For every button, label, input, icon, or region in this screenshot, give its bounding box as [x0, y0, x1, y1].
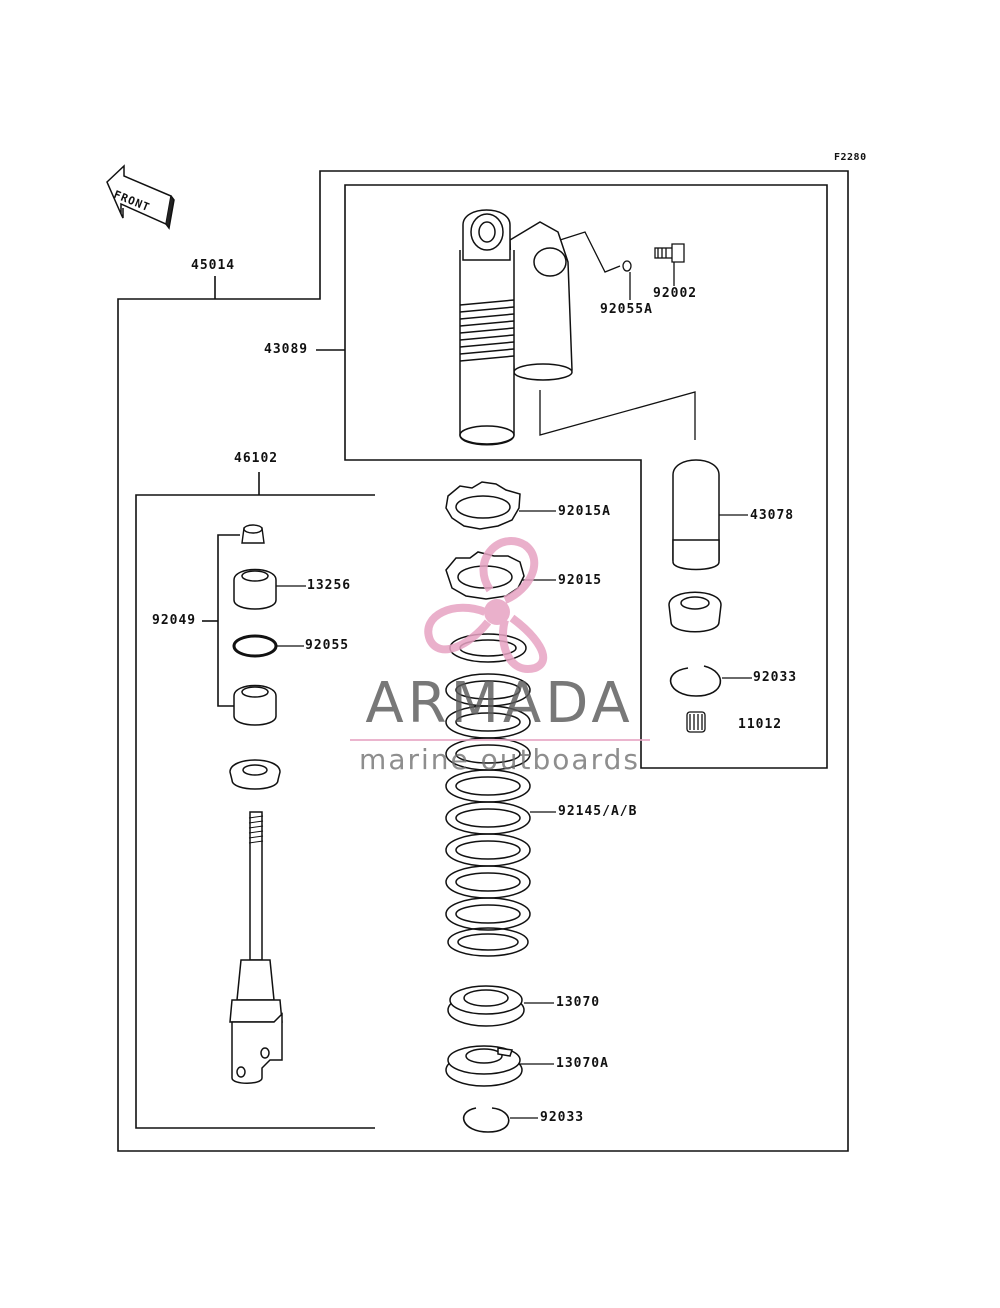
part-label-43089[interactable]: 43089: [264, 342, 309, 357]
watermark-brand: ARMADA: [365, 671, 634, 736]
part-label-92033-top[interactable]: 92033: [753, 670, 798, 685]
bracket-92049: [217, 534, 240, 707]
bushing-icon: [233, 568, 277, 610]
part-label-11012[interactable]: 11012: [738, 717, 783, 732]
bolt-icon: [654, 243, 685, 263]
armada-logo-icon: [424, 537, 548, 673]
front-arrow-icon: [106, 164, 175, 230]
part-label-92015[interactable]: 92015: [558, 573, 603, 588]
part-label-92033-bottom[interactable]: 92033: [540, 1110, 585, 1125]
part-label-45014[interactable]: 45014: [191, 258, 236, 273]
seal-icon: [668, 591, 722, 633]
part-label-92145[interactable]: 92145/A/B: [558, 804, 638, 819]
bearing-icon: [686, 711, 706, 733]
part-label-13256[interactable]: 13256: [307, 578, 352, 593]
bushing-icon: [233, 684, 277, 726]
part-label-46102[interactable]: 46102: [234, 451, 279, 466]
shock-body-icon: [459, 209, 573, 446]
piston-rod-icon: [229, 811, 283, 1084]
part-label-92002[interactable]: 92002: [653, 286, 698, 301]
part-label-92055[interactable]: 92055: [305, 638, 350, 653]
watermark-tagline: marine outboards: [359, 743, 640, 776]
reservoir-cap-icon: [672, 459, 720, 571]
nut-icon: [241, 524, 265, 544]
o-ring-icon: [232, 634, 278, 658]
part-label-92055A[interactable]: 92055A: [600, 302, 653, 317]
spring-seat-icon: [447, 985, 525, 1027]
circlip-icon: [669, 665, 722, 697]
assembly-frame-46102: [135, 494, 375, 1129]
circlip-icon: [463, 1107, 510, 1133]
assembly-frame-45014: [117, 170, 849, 1152]
part-label-92049[interactable]: 92049: [152, 613, 197, 628]
part-label-13070A[interactable]: 13070A: [556, 1056, 609, 1071]
part-label-92015A[interactable]: 92015A: [558, 504, 611, 519]
bump-cap-icon: [229, 759, 281, 790]
o-ring-icon: [622, 260, 632, 272]
diagram-code: F2280: [834, 152, 867, 163]
coil-spring-icon: [445, 633, 531, 957]
spring-seat-icon: [445, 1045, 523, 1087]
part-label-13070[interactable]: 13070: [556, 995, 601, 1010]
lock-nut-icon: [445, 481, 521, 530]
part-label-43078[interactable]: 43078: [750, 508, 795, 523]
assembly-frame-43089: [344, 184, 828, 769]
